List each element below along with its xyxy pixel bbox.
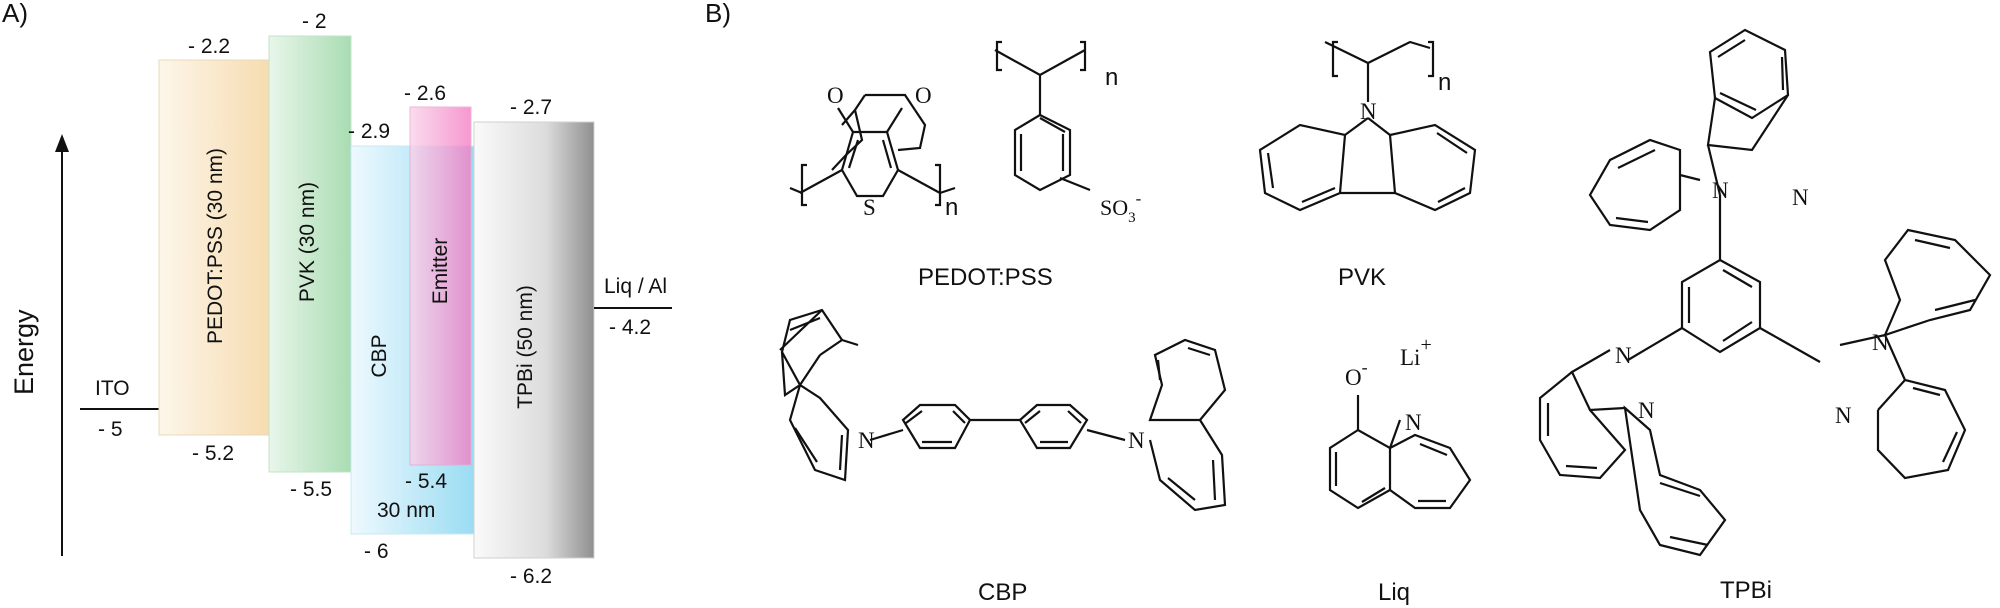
cbp-name: CBP xyxy=(978,579,1027,606)
emitter-homo-value: - 5.4 xyxy=(405,470,447,493)
pedot-lumo-value: - 2.2 xyxy=(188,35,230,58)
cbp-structure xyxy=(779,308,1227,512)
tpbi-layer-bar xyxy=(473,121,595,559)
cbp-layer-label: CBP xyxy=(368,334,391,377)
tpbi-structure xyxy=(1538,28,1992,557)
pvk-lumo-value: - 2 xyxy=(302,10,327,33)
panel-a: A) Energy ITO - 5 - 2.2 - 5.2 PEDOT:PSS … xyxy=(2,0,672,588)
tpbi-n1: N xyxy=(1712,178,1729,203)
liq-oxygen: O- xyxy=(1345,357,1368,390)
pedot-layer-label: PEDOT:PSS (30 nm) xyxy=(204,148,227,344)
tpbi-n3: N xyxy=(1615,343,1632,368)
panel-b-label: B) xyxy=(705,0,731,28)
liq-name: Liq xyxy=(1378,579,1410,606)
ito-level-value: - 5 xyxy=(98,418,123,441)
tpbi-name: TPBi xyxy=(1720,577,1772,604)
panel-b: B) O O S n xyxy=(705,0,1992,606)
cbp-n-right: N xyxy=(1128,428,1145,453)
liq-lithium: Li+ xyxy=(1400,334,1432,370)
pvk-repeat-n: n xyxy=(1438,69,1451,96)
pvk-structure xyxy=(1258,40,1477,212)
panel-a-label: A) xyxy=(2,0,28,28)
pedot-layer-bar xyxy=(158,59,270,436)
pvk-name: PVK xyxy=(1338,264,1386,291)
pss-repeat-n: n xyxy=(1105,64,1118,91)
cbp-n-left: N xyxy=(858,428,875,453)
cbp-lumo-value: - 2.9 xyxy=(348,120,390,143)
tpbi-n6: N xyxy=(1835,403,1852,428)
liq-structure xyxy=(1328,395,1472,510)
tpbi-lumo-value: - 2.7 xyxy=(510,96,552,119)
pedot-oxygen-left: O xyxy=(827,83,844,108)
pvk-homo-value: - 5.5 xyxy=(290,478,332,501)
pvk-layer-bar xyxy=(268,35,352,473)
energy-axis-arrowhead xyxy=(55,134,69,152)
pedot-repeat-n: n xyxy=(945,194,958,221)
emitter-layer-label: Emitter xyxy=(429,238,452,305)
pvk-layer-label: PVK (30 nm) xyxy=(296,182,319,302)
tpbi-n2: N xyxy=(1792,185,1809,210)
pvk-nitrogen: N xyxy=(1360,99,1377,124)
pedot-oxygen-right: O xyxy=(915,83,932,108)
emitter-layer-bar xyxy=(409,106,472,466)
cathode-label: Liq / Al xyxy=(604,275,667,298)
cathode-level-value: - 4.2 xyxy=(609,316,651,339)
tpbi-homo-value: - 6.2 xyxy=(510,565,552,588)
energy-axis-label: Energy xyxy=(9,309,39,395)
ito-label: ITO xyxy=(95,377,130,400)
tpbi-n4: N xyxy=(1638,398,1655,423)
cbp-thickness-label: 30 nm xyxy=(377,499,435,522)
tpbi-layer-label: TPBi (50 nm) xyxy=(514,285,537,409)
emitter-lumo-value: - 2.6 xyxy=(404,82,446,105)
pedot-pss-name: PEDOT:PSS xyxy=(918,264,1053,291)
tpbi-n5: N xyxy=(1872,330,1889,355)
liq-nitrogen: N xyxy=(1405,410,1422,435)
pedot-structure xyxy=(789,40,1091,207)
pedot-homo-value: - 5.2 xyxy=(192,442,234,465)
cbp-homo-value: - 6 xyxy=(364,540,389,563)
pss-sulfonate: SO3- xyxy=(1100,189,1142,226)
pedot-sulfur: S xyxy=(863,195,876,220)
